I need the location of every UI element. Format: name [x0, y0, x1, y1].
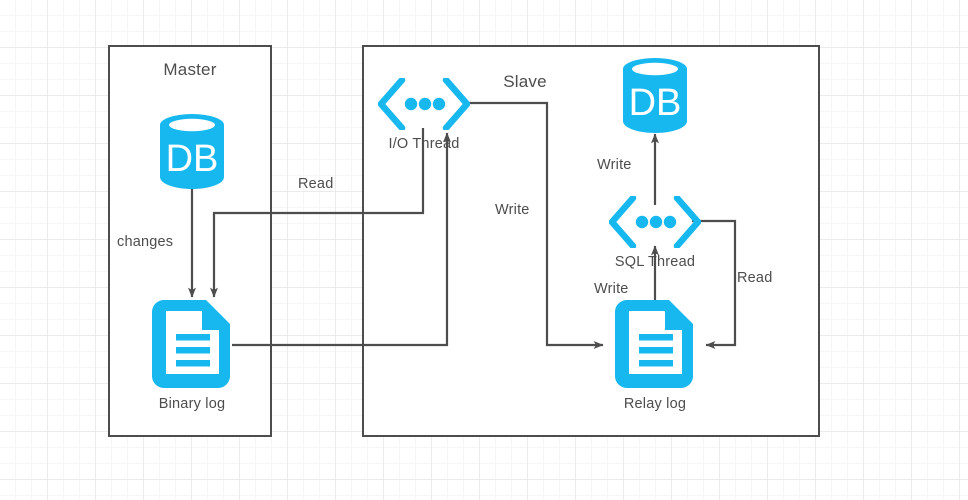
edge-read-relay-log-to-sql-thread — [692, 219, 737, 349]
sql-thread-icon-wrap — [607, 194, 703, 250]
edge-label-write-io-thread: Write — [495, 202, 530, 218]
relay-log-icon-wrap — [615, 298, 695, 388]
database-cylinder-icon: DB — [623, 58, 687, 133]
sql-thread-label: SQL Thread — [614, 254, 696, 270]
slave-box-title: Slave — [503, 72, 547, 91]
edge-label-read-relay: Read — [737, 270, 773, 286]
edge-write-io-thread-to-relay-log — [468, 101, 604, 349]
master-db-icon-wrap: DB — [158, 112, 226, 190]
binary-log-label: Binary log — [158, 396, 226, 412]
edge-io-thread-to-binary-log — [210, 128, 425, 298]
io-thread-icon-wrap — [376, 76, 472, 132]
code-brackets-dots-icon — [376, 76, 472, 132]
edge-label-write-sql-to-db: Write — [597, 157, 632, 173]
io-thread-label: I/O Thread — [388, 136, 460, 152]
edge-label-write-relay-to-sql: Write — [594, 281, 629, 297]
master-db-text: DB — [166, 138, 219, 180]
document-log-icon — [615, 300, 693, 388]
document-log-icon — [152, 300, 230, 388]
relay-log-label: Relay log — [623, 396, 687, 412]
edge-label-changes: changes — [117, 234, 174, 250]
binary-log-icon-wrap — [152, 298, 232, 388]
slave-container-box — [362, 45, 820, 437]
edge-label-read-master: Read — [298, 176, 334, 192]
edge-read-binlog-to-io-thread — [232, 132, 451, 347]
database-cylinder-icon: DB — [160, 114, 224, 189]
slave-db-text: DB — [629, 82, 682, 124]
slave-db-icon-wrap: DB — [621, 56, 689, 134]
code-brackets-dots-icon — [607, 194, 703, 250]
master-box-title: Master — [163, 60, 217, 79]
